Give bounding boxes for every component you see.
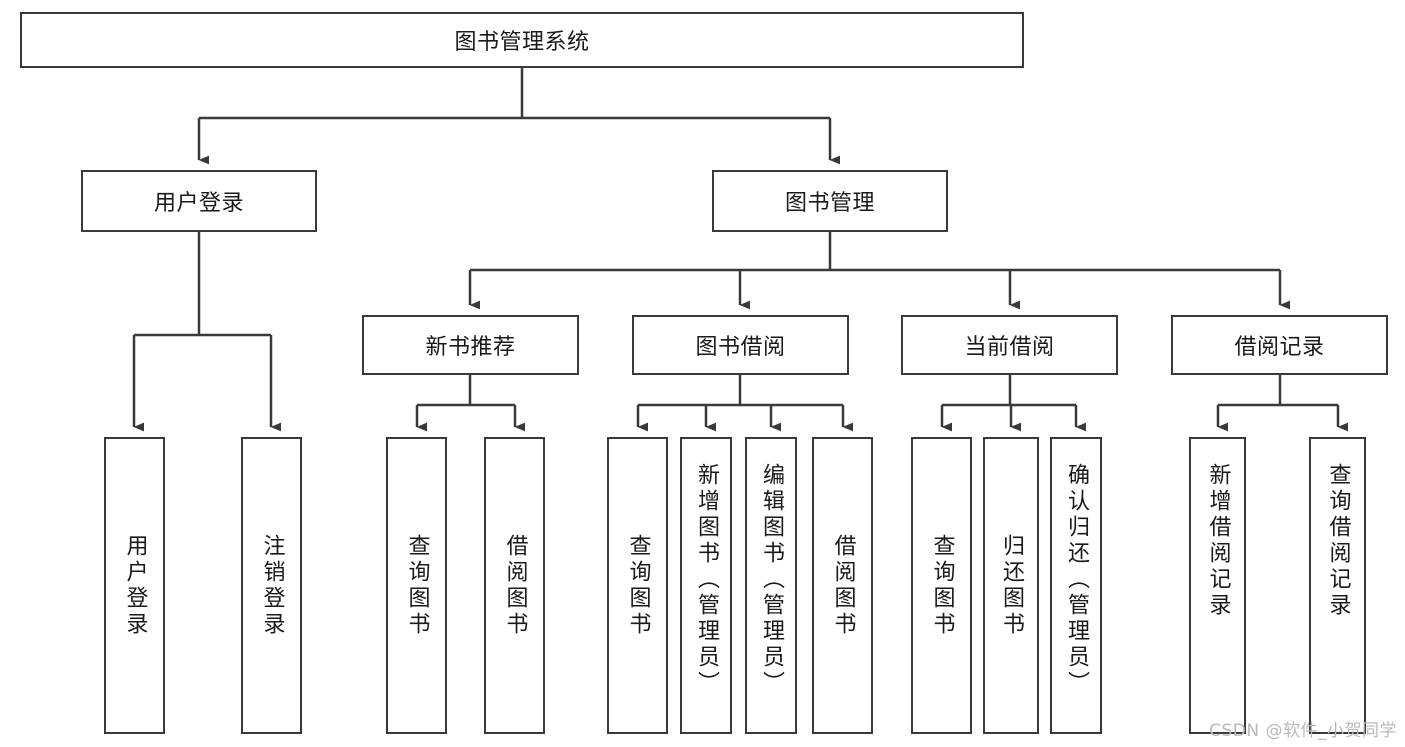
node-leaf-8[interactable]: 查询图书 (911, 437, 972, 734)
node-leaf-6[interactable]: 编辑图书（管理员） (745, 437, 797, 734)
node-leaf-7[interactable]: 借阅图书 (812, 437, 873, 734)
node-leaf-9[interactable]: 归还图书 (983, 437, 1039, 734)
node-leaf-10[interactable]: 确认归还（管理员） (1050, 437, 1102, 734)
node-level2-1[interactable]: 图书管理 (712, 170, 948, 232)
node-leaf-0[interactable]: 用户登录 (104, 437, 165, 734)
node-leaf-5[interactable]: 新增图书（管理员） (680, 437, 732, 734)
node-leaf-11[interactable]: 新增借阅记录 (1189, 437, 1246, 734)
node-leaf-1[interactable]: 注销登录 (241, 437, 302, 734)
watermark: CSDN @软件_小贺同学 (1209, 721, 1397, 741)
node-leaf-4[interactable]: 查询图书 (607, 437, 668, 734)
node-leaf-12[interactable]: 查询借阅记录 (1309, 437, 1366, 734)
node-root-system[interactable]: 图书管理系统 (20, 12, 1024, 68)
node-level3-0[interactable]: 新书推荐 (362, 315, 579, 375)
node-level3-3[interactable]: 借阅记录 (1171, 315, 1388, 375)
node-level3-1[interactable]: 图书借阅 (632, 315, 849, 375)
node-leaf-2[interactable]: 查询图书 (386, 437, 447, 734)
node-leaf-3[interactable]: 借阅图书 (484, 437, 545, 734)
node-level2-0[interactable]: 用户登录 (81, 170, 317, 232)
node-level3-2[interactable]: 当前借阅 (901, 315, 1118, 375)
